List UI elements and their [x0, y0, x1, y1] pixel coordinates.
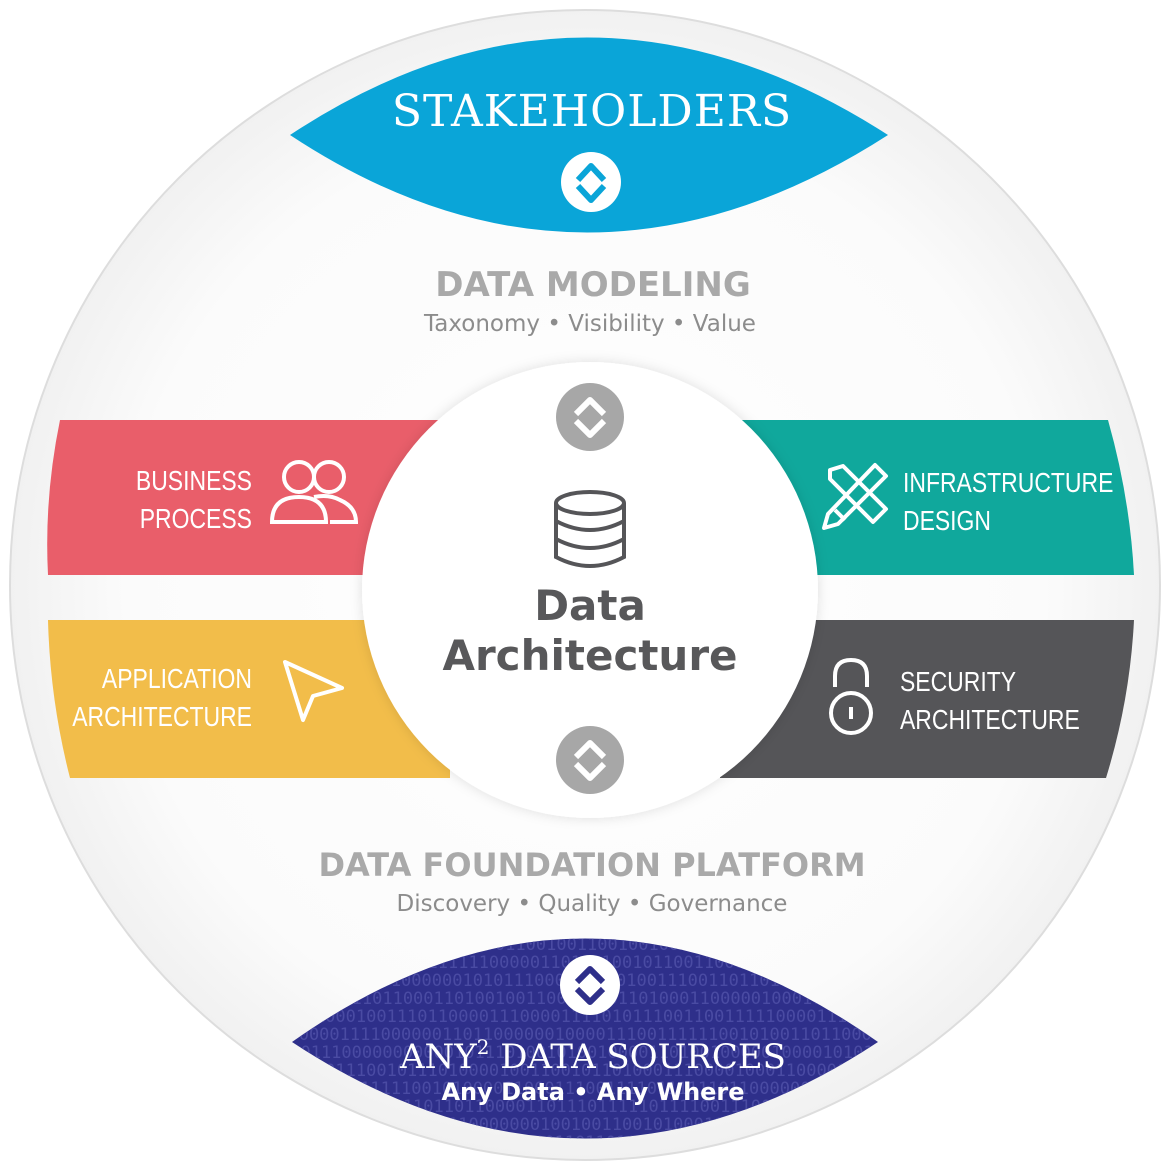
data-foundation-title: DATA FOUNDATION PLATFORM: [318, 846, 865, 884]
security-architecture-band: [720, 620, 1134, 778]
data-foundation-subtitle: Discovery • Quality • Governance: [397, 891, 788, 917]
database-icon: [554, 490, 626, 568]
binary-row: 0110100010011101100001110000111101011100…: [274, 1007, 888, 1027]
data-modeling-subtitle: Taxonomy • Visibility • Value: [423, 311, 756, 337]
center-circle: [362, 362, 818, 818]
binary-row: 1101001011000011111011101010110110101000…: [268, 1133, 882, 1153]
center-title-line2: Architecture: [442, 631, 737, 680]
data-sources-arrows-icon: [560, 955, 620, 1015]
infrastructure-design-band: [720, 420, 1134, 575]
center-title-line1: Data: [534, 581, 646, 630]
application-architecture-line2: ARCHITECTURE: [72, 702, 252, 733]
binary-row: 1000000111100000011011000000100001110011…: [268, 1025, 882, 1045]
cursor-icon: [283, 660, 344, 722]
stakeholders-band: [290, 37, 888, 233]
data-modeling-title: DATA MODELING: [435, 265, 750, 305]
stakeholders-arrows-icon: [561, 152, 621, 212]
data-sources-label: ANY2 DATA SOURCES: [399, 1035, 786, 1077]
users-icon: [269, 460, 359, 524]
application-architecture-line1: APPLICATION: [102, 664, 252, 695]
stakeholders-label: STAKEHOLDERS: [392, 86, 792, 137]
application-architecture-band: [48, 620, 450, 778]
business-process-line1: BUSINESS: [136, 466, 252, 497]
infrastructure-design-line1: INFRASTRUCTURE: [903, 468, 1113, 499]
binary-row: 0001110000000000010111010010100100001101…: [280, 1043, 894, 1063]
infrastructure-design-line2: DESIGN: [903, 506, 991, 537]
business-process-line2: PROCESS: [140, 504, 252, 535]
tools-icon: [822, 463, 888, 530]
binary-row: 0010000101011101101100001101110111110111…: [280, 1097, 894, 1117]
center-bottom-arrows-icon: [556, 726, 624, 794]
binary-row: 1011100011111100101000011000111001111011…: [268, 1079, 882, 1099]
center-top-arrows-icon: [556, 383, 624, 451]
business-process-band: [47, 420, 450, 575]
data-sources-subtitle: Any Data • Any Where: [441, 1078, 744, 1106]
binary-row: 1110001110010111010000100110010110100011…: [274, 1061, 888, 1081]
security-architecture-line2: ARCHITECTURE: [900, 705, 1080, 736]
security-architecture-line1: SECURITY: [900, 667, 1016, 698]
data-sources-band: [292, 938, 878, 1139]
lock-icon: [829, 657, 873, 735]
